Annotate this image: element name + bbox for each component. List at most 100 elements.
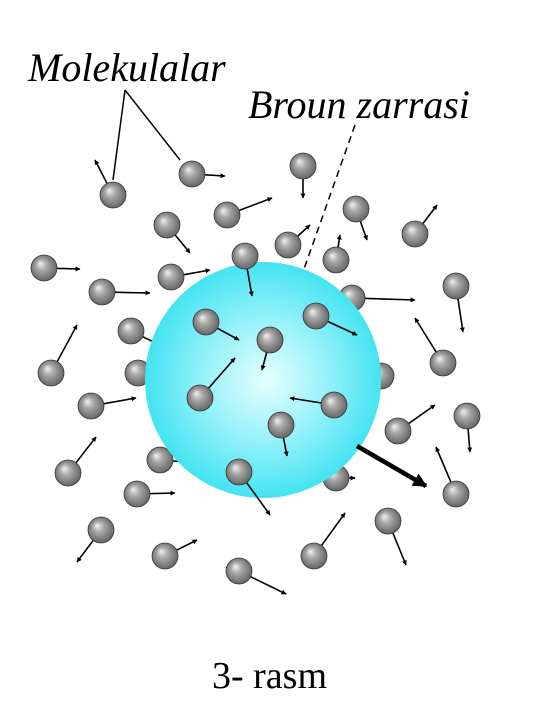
- molecule-velocity-arrow: [76, 538, 96, 563]
- molecule-velocity-arrow: [414, 317, 438, 355]
- molecule-ball: [192, 308, 220, 336]
- molecule: [435, 446, 470, 508]
- molecule-ball: [117, 317, 145, 345]
- molecule-ball: [178, 160, 206, 188]
- molecule-velocity-arrow: [282, 435, 289, 457]
- molecule-ball: [384, 417, 412, 445]
- molecule-ball: [401, 220, 429, 248]
- molecule-ball: [37, 359, 65, 387]
- molecule-velocity-arrow: [248, 575, 287, 595]
- pointer-line-molecules-left: [112, 89, 126, 181]
- brownian-particle: [145, 262, 381, 498]
- molecule: [151, 539, 198, 570]
- molecule: [186, 357, 236, 412]
- resultant-arrow: [355, 444, 428, 488]
- molecule-ball: [289, 152, 317, 180]
- molecule-velocity-arrow: [391, 530, 407, 566]
- molecule: [225, 458, 271, 516]
- molecule-ball: [186, 384, 214, 412]
- molecule-ball: [320, 391, 348, 419]
- molecule-velocity-arrow: [94, 159, 109, 186]
- molecule: [442, 272, 470, 333]
- molecule: [289, 152, 317, 199]
- molecule-velocity-arrow: [362, 297, 416, 303]
- pointer-line-brownian: [292, 124, 356, 301]
- molecule-velocity-arrow: [244, 480, 271, 516]
- molecule: [384, 404, 436, 445]
- molecule-velocity-arrow: [147, 490, 176, 496]
- molecule-velocity-arrow: [174, 539, 198, 552]
- label-pointer-lines: [112, 89, 356, 301]
- molecule-velocity-arrow: [325, 319, 358, 336]
- molecule-ball: [256, 326, 284, 354]
- molecule-ball: [302, 302, 330, 330]
- molecule-ball: [442, 480, 470, 508]
- molecule: [123, 480, 176, 508]
- molecule-ball: [151, 542, 179, 570]
- molecule-velocity-arrow: [173, 232, 191, 254]
- molecule-ball: [153, 211, 181, 239]
- pointer-line-molecules-right: [124, 89, 181, 161]
- molecule: [192, 308, 240, 341]
- molecule: [342, 195, 370, 241]
- label-brownian-particle: Broun zarrasi: [248, 82, 470, 127]
- molecule-ball: [213, 201, 241, 229]
- molecule: [30, 254, 81, 282]
- molecule: [374, 507, 407, 566]
- molecule-velocity-arrow: [202, 173, 226, 179]
- molecule: [54, 436, 97, 487]
- molecule-velocity-arrow: [456, 296, 465, 333]
- molecule-velocity-arrow: [406, 404, 436, 426]
- molecule: [401, 204, 438, 248]
- molecule: [157, 263, 211, 291]
- molecule-ball: [267, 411, 295, 439]
- molecule-velocity-arrow: [421, 204, 438, 226]
- molecule: [94, 159, 127, 209]
- molecule-velocity-arrow: [206, 357, 236, 391]
- molecule: [302, 302, 358, 336]
- molecule: [453, 402, 481, 453]
- molecule-ball: [300, 542, 328, 570]
- molecule-ball: [87, 516, 115, 544]
- molecule-ball: [99, 181, 127, 209]
- molecule: [267, 411, 295, 457]
- molecule-ball: [225, 458, 253, 486]
- molecule-ball: [322, 246, 350, 274]
- molecule-ball: [54, 459, 82, 487]
- molecule-velocity-arrow: [101, 396, 137, 405]
- molecule: [225, 557, 287, 595]
- molecule-ball: [429, 349, 457, 377]
- molecule-velocity-arrow: [54, 266, 81, 272]
- molecule-velocity-arrow: [215, 326, 240, 341]
- molecule: [414, 317, 457, 377]
- molecule: [77, 392, 137, 420]
- molecule-ball: [123, 480, 151, 508]
- molecule-velocity-arrow: [181, 268, 211, 276]
- molecule: [178, 160, 226, 188]
- molecule: [76, 516, 115, 563]
- molecule: [88, 278, 151, 306]
- molecule-velocity-arrow: [358, 219, 368, 241]
- molecule: [289, 391, 348, 419]
- molecule: [153, 211, 191, 254]
- molecule-ball: [30, 254, 58, 282]
- molecule-velocity-arrow: [289, 396, 324, 405]
- molecule-ball: [225, 557, 253, 585]
- molecule-velocity-arrow: [295, 224, 311, 239]
- molecule-ball: [231, 242, 259, 270]
- molecules-front-of-particle: [186, 242, 358, 516]
- molecule-ball: [274, 231, 302, 259]
- molecule: [300, 512, 346, 570]
- molecule-velocity-arrow: [112, 290, 151, 296]
- molecule: [231, 242, 259, 297]
- molecule-velocity-arrow: [467, 426, 473, 453]
- molecule: [274, 224, 311, 259]
- molecule-velocity-arrow: [237, 197, 273, 212]
- molecule-ball: [88, 278, 116, 306]
- molecule-ball: [342, 195, 370, 223]
- molecule-velocity-arrow: [319, 512, 346, 548]
- molecule-velocity-arrow: [435, 446, 453, 485]
- molecule-velocity-arrow: [260, 350, 268, 371]
- molecule-ball: [77, 392, 105, 420]
